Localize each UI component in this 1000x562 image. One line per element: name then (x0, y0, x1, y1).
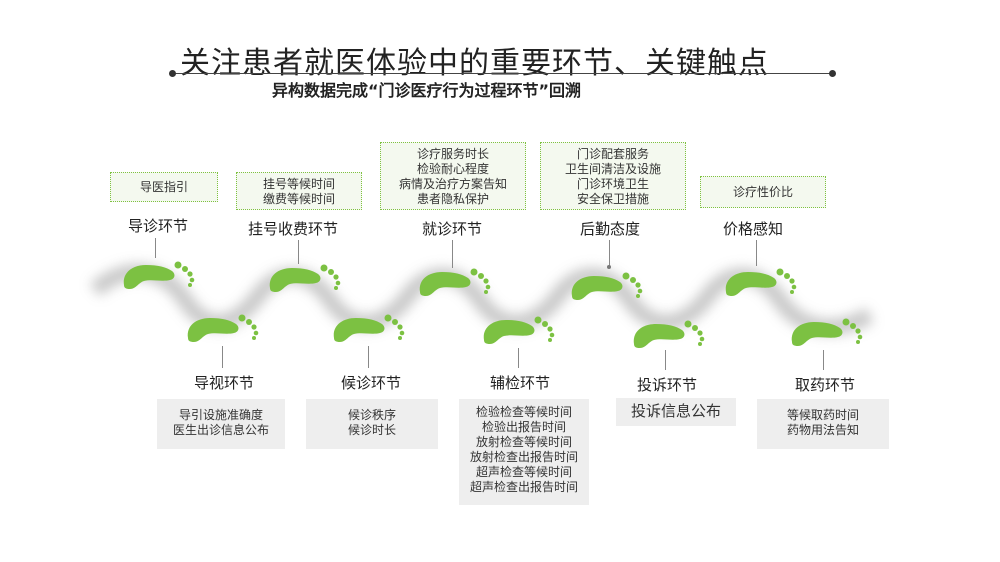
stage-item: 病情及治疗方案告知 (398, 177, 507, 191)
stage-box-pharmacy: 等候取药时间 药物用法告知 (757, 399, 889, 449)
stage-item: 卫生间清洁及设施 (564, 162, 661, 176)
stage-label-signage: 导视环节 (193, 374, 255, 392)
footprint-icon (419, 268, 491, 296)
connector (222, 346, 223, 368)
connector (665, 350, 666, 370)
stage-item: 诊疗性价比 (732, 185, 793, 199)
stage-label-guidance: 导诊环节 (127, 217, 189, 235)
footprint-icon (791, 318, 863, 346)
stage-box-consultation: 诊疗服务时长 检验耐心程度 病情及治疗方案告知 患者隐私保护 (380, 142, 526, 210)
connector (155, 238, 156, 258)
stage-item: 检验耐心程度 (416, 162, 489, 176)
connector (756, 240, 757, 266)
stage-item: 门诊环境卫生 (576, 177, 649, 191)
stage-item: 放射检查等候时间 (475, 435, 572, 449)
stage-box-complaint: 投诉信息公布 (616, 398, 736, 426)
underline-left-dot (169, 70, 176, 77)
stage-box-auxiliary: 检验检查等候时间 检验出报告时间 放射检查等候时间 放射检查出报告时间 超声检查… (459, 399, 589, 505)
stage-item: 投诉信息公布 (630, 402, 721, 420)
connector-dot (607, 265, 611, 269)
stage-item: 超声检查等候时间 (475, 465, 572, 479)
stage-box-signage: 导引设施准确度 医生出诊信息公布 (157, 399, 285, 449)
connector (298, 240, 299, 264)
stage-label-complaint: 投诉环节 (636, 376, 698, 394)
page-title: 关注患者就医体验中的重要环节、关键触点 (180, 46, 769, 81)
footprint-icon (633, 320, 705, 348)
stage-item: 挂号等候时间 (262, 177, 335, 191)
stage-box-price: 诊疗性价比 (700, 176, 826, 208)
connector (368, 346, 369, 368)
title-underline (172, 73, 832, 74)
stage-item: 检验检查等候时间 (475, 405, 572, 419)
connector (609, 240, 610, 266)
footprint-icon (725, 268, 797, 296)
stage-label-auxiliary: 辅检环节 (489, 374, 551, 392)
stage-item: 医生出诊信息公布 (172, 423, 269, 437)
footprint-icon (269, 264, 341, 292)
footprint-icon (187, 314, 259, 342)
stage-item: 导引设施准确度 (178, 408, 263, 422)
stage-item: 超声检查出报告时间 (469, 480, 578, 494)
stage-item: 放射检查出报告时间 (469, 450, 578, 464)
stage-label-registration: 挂号收费环节 (247, 220, 339, 238)
connector (452, 240, 453, 268)
stage-item: 药物用法告知 (786, 423, 859, 437)
stage-box-logistics: 门诊配套服务 卫生间清洁及设施 门诊环境卫生 安全保卫措施 (540, 142, 686, 210)
stage-box-waiting: 候诊秩序 候诊时长 (306, 399, 438, 449)
stage-label-logistics: 后勤态度 (579, 220, 641, 238)
stage-item: 安全保卫措施 (576, 192, 649, 206)
stage-box-registration: 挂号等候时间 缴费等候时间 (236, 172, 362, 210)
stage-label-consultation: 就诊环节 (421, 220, 483, 238)
page-subtitle: 异构数据完成“门诊医疗行为过程环节”回溯 (272, 81, 582, 100)
stage-item: 候诊秩序 (347, 408, 396, 422)
connector (518, 348, 519, 368)
footprint-icon (123, 261, 195, 289)
stage-item: 导医指引 (139, 180, 188, 194)
stage-item: 检验出报告时间 (481, 420, 566, 434)
stage-item: 诊疗服务时长 (416, 147, 489, 161)
stage-item: 门诊配套服务 (576, 147, 649, 161)
footprint-icon (483, 316, 555, 344)
stage-item: 缴费等候时间 (262, 192, 335, 206)
underline-right-dot (829, 70, 836, 77)
footprint-icon (333, 314, 405, 342)
connector (823, 350, 824, 370)
stage-item: 候诊时长 (347, 423, 396, 437)
stage-box-guidance: 导医指引 (110, 172, 218, 202)
stage-item: 等候取药时间 (786, 408, 859, 422)
footprint-icon (571, 272, 643, 300)
stage-label-pharmacy: 取药环节 (794, 376, 856, 394)
stage-label-price: 价格感知 (722, 220, 784, 238)
stage-label-waiting: 候诊环节 (340, 374, 402, 392)
stage-item: 患者隐私保护 (416, 192, 489, 206)
